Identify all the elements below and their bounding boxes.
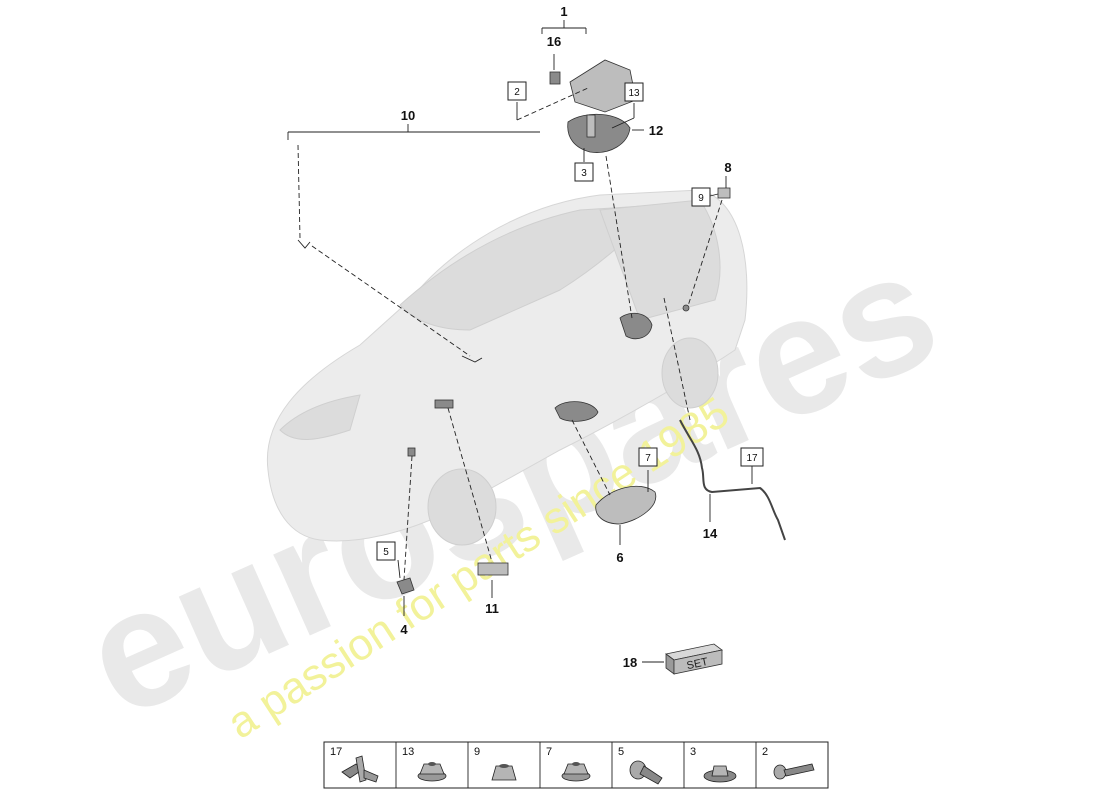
legend-num-5: 5 (618, 746, 624, 758)
callout-18: 18 (623, 655, 637, 670)
boxed-callout-2 (507, 81, 527, 101)
clip-icon (341, 755, 379, 783)
callout-12: 12 (649, 123, 663, 138)
part-16 (549, 71, 561, 85)
boxed-callout-2-label: 2 (514, 87, 520, 98)
part-4 (396, 577, 415, 595)
vehicle-parts (297, 59, 786, 595)
vehicle-outline (266, 189, 748, 546)
part-3 (586, 114, 596, 138)
leader-lines (287, 20, 753, 663)
washer-nut-icon (703, 765, 737, 783)
legend-num-13: 13 (402, 746, 414, 758)
callout-14: 14 (703, 526, 718, 541)
boxed-callout-5 (376, 541, 396, 561)
boxed-callout-13 (624, 82, 644, 102)
boxed-callout-9 (691, 187, 711, 207)
flange-nut-icon (417, 762, 447, 782)
part-8-on-car (682, 304, 690, 312)
boxed-callout-13-label: 13 (628, 88, 640, 99)
legend-num-3: 3 (690, 746, 696, 758)
nut-icon (491, 764, 517, 781)
bolt-icon (773, 763, 815, 780)
set-label: SET (686, 656, 710, 672)
callouts: 1 16 2 13 12 3 10 8 9 7 17 14 6 5 4 11 1… (376, 4, 764, 670)
flange-nut-icon (561, 762, 591, 782)
part-11-on-car (434, 399, 454, 409)
legend-num-17: 17 (330, 746, 342, 758)
boxed-callout-17 (740, 447, 764, 467)
part-6 (595, 485, 657, 525)
boxed-callout-7-label: 7 (645, 453, 651, 464)
boxed-callout-7 (638, 447, 658, 467)
set-package: SET (665, 643, 723, 675)
part-on-car-12 (619, 312, 653, 340)
part-11 (477, 562, 509, 576)
callout-6: 6 (616, 550, 623, 565)
callout-8: 8 (724, 160, 731, 175)
callout-10: 10 (401, 108, 415, 123)
boxed-callout-9-label: 9 (698, 193, 704, 204)
part-6-on-car (554, 401, 599, 422)
part-8 (717, 187, 731, 199)
screw-icon (629, 760, 663, 785)
callout-16: 16 (547, 34, 561, 49)
part-10-mid (461, 355, 483, 363)
boxed-callout-17-label: 17 (746, 453, 758, 464)
part-12 (567, 113, 631, 153)
callout-4: 4 (400, 622, 408, 637)
boxed-callout-3 (574, 162, 594, 182)
hardware-legend: 17 13 9 7 5 3 2 (323, 741, 829, 789)
boxed-callout-3-label: 3 (581, 168, 587, 179)
part-10-end (297, 239, 311, 249)
part-4-on-car (407, 447, 416, 457)
callout-1: 1 (560, 4, 567, 19)
legend-num-2: 2 (762, 746, 768, 758)
callout-11: 11 (485, 601, 499, 616)
legend-num-9: 9 (474, 746, 480, 758)
legend-num-7: 7 (546, 746, 552, 758)
boxed-callout-5-label: 5 (383, 547, 389, 558)
part-14-cable (679, 419, 786, 541)
